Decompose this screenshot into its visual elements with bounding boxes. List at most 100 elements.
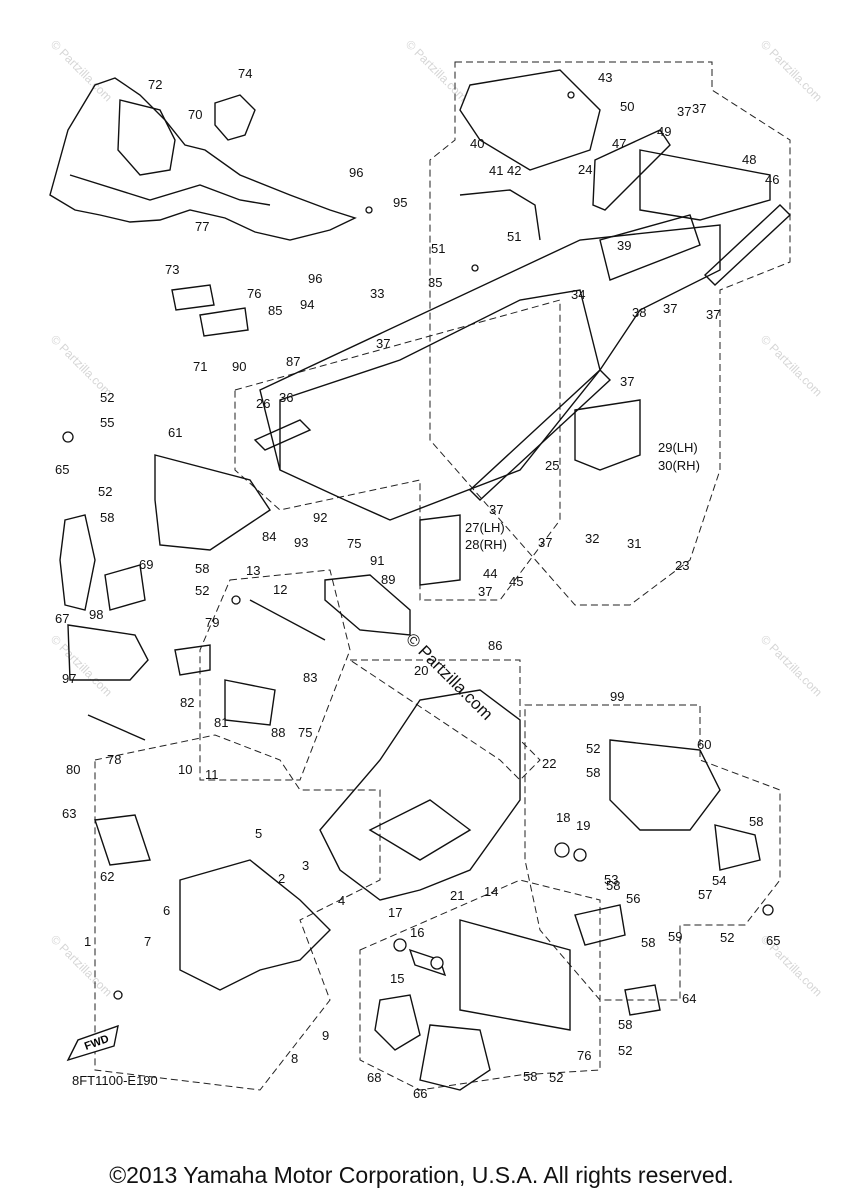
callout-12: 12 [273, 582, 287, 597]
callout-94: 94 [300, 297, 314, 312]
callout-37-right-a: 37 [663, 301, 677, 316]
callout-47: 47 [612, 136, 626, 151]
callout-76-b: 76 [577, 1048, 591, 1063]
callout-37-mid-b: 37 [538, 535, 552, 550]
callout-26: 26 [256, 396, 270, 411]
callout-58-b: 58 [195, 561, 209, 576]
callout-18: 18 [556, 810, 570, 825]
callout-52-c: 52 [195, 583, 209, 598]
guard-60-shape [609, 739, 721, 831]
cowl-bracket-shape [117, 99, 176, 176]
lower-frame-1-shape [179, 859, 331, 991]
callout-40: 40 [470, 136, 484, 151]
callout-44: 44 [483, 566, 497, 581]
callout-92: 92 [313, 510, 327, 525]
callout-43: 43 [598, 70, 612, 85]
callout-55: 55 [100, 415, 114, 430]
callout-64: 64 [682, 991, 696, 1006]
callout-37-top-a: 37 [677, 104, 691, 119]
panel-47-shape [592, 129, 671, 211]
callout-37-right-c: 37 [620, 374, 634, 389]
callout-4: 4 [338, 893, 345, 908]
callout-23: 23 [675, 558, 689, 573]
callout-58-a: 58 [100, 510, 114, 525]
bracket-74-shape [214, 94, 256, 141]
callout-22: 22 [542, 756, 556, 771]
callout-14: 14 [484, 884, 498, 899]
callout-25: 25 [545, 458, 559, 473]
callout-51-right: 51 [507, 229, 521, 244]
bracket-81-shape [224, 679, 276, 726]
callout-61: 61 [168, 425, 182, 440]
callout-42: 42 [507, 163, 521, 178]
callout-39: 39 [617, 238, 631, 253]
corner-watermark: © Partzilla.com [48, 37, 115, 104]
callout-71: 71 [193, 359, 207, 374]
callout-57: 57 [698, 887, 712, 902]
panel-48-shape [639, 149, 771, 221]
callout-9: 9 [322, 1028, 329, 1043]
copyright-notice: ©2013 Yamaha Motor Corporation, U.S.A. A… [109, 1162, 734, 1188]
heat-exchanger-14-shape [459, 919, 571, 1031]
callout-13: 13 [246, 563, 260, 578]
callout-20: 20 [414, 663, 428, 678]
callout-11: 11 [205, 767, 219, 782]
nut-65-top-icon [62, 431, 74, 443]
callout-66: 66 [413, 1086, 427, 1101]
corner-watermark: © Partzilla.com [48, 932, 115, 999]
callout-86: 86 [488, 638, 502, 653]
callout-59: 59 [668, 929, 682, 944]
callout-90: 90 [232, 359, 246, 374]
callout-74: 74 [238, 66, 252, 81]
callout-52-b: 52 [98, 484, 112, 499]
corner-watermark: © Partzilla.com [758, 332, 825, 399]
callout-layer: 1 2 3 4 5 6 7 8 9 10 11 12 13 14 15 16 1… [55, 66, 780, 1101]
callout-54: 54 [712, 873, 726, 888]
callout-6: 6 [163, 903, 170, 918]
callout-58-f: 58 [641, 935, 655, 950]
callout-50: 50 [620, 99, 634, 114]
box-61-shape [154, 454, 271, 551]
callout-37-right-b: 37 [706, 307, 720, 322]
bushing-17-icon [393, 938, 407, 952]
callout-29: 29(LH) [658, 440, 698, 455]
callout-65-left: 65 [55, 462, 69, 477]
bushing-18-icon [554, 842, 570, 858]
callout-60: 60 [697, 737, 711, 752]
panel-38-shape [599, 214, 701, 281]
callout-24: 24 [578, 162, 592, 177]
fwd-arrow: FWD [66, 1024, 119, 1062]
plate-29-shape [574, 399, 641, 471]
callout-58-e: 58 [606, 878, 620, 893]
callout-84: 84 [262, 529, 276, 544]
bar-40-shape [459, 189, 541, 241]
callout-69: 69 [139, 557, 153, 572]
callout-5: 5 [255, 826, 262, 841]
nut-65-right-icon [762, 904, 774, 916]
callout-49: 49 [657, 124, 671, 139]
callout-82: 82 [180, 695, 194, 710]
pulley-64-shape [624, 984, 661, 1016]
front-cowl-shape [49, 77, 357, 241]
boot-66-shape [419, 1024, 491, 1091]
callout-85: 85 [268, 303, 282, 318]
plate-69-shape [104, 564, 146, 611]
callout-3: 3 [302, 858, 309, 873]
callout-7: 7 [144, 934, 151, 949]
pipe-16-shape [408, 948, 447, 977]
callout-89: 89 [381, 572, 395, 587]
callout-77: 77 [195, 219, 209, 234]
callout-10: 10 [178, 762, 192, 777]
callout-80: 80 [66, 762, 80, 777]
bushing-15-icon [430, 956, 444, 970]
callout-73: 73 [165, 262, 179, 277]
callout-37-mid-a: 37 [489, 502, 503, 517]
bar-78-shape [87, 714, 146, 741]
corner-watermark: © Partzilla.com [48, 632, 115, 699]
callout-30: 30(RH) [658, 458, 700, 473]
cowl-stripe-shape [69, 174, 271, 206]
bushing-19-icon [573, 848, 587, 862]
callout-37-top-b: 37 [692, 101, 706, 116]
callout-32: 32 [585, 531, 599, 546]
